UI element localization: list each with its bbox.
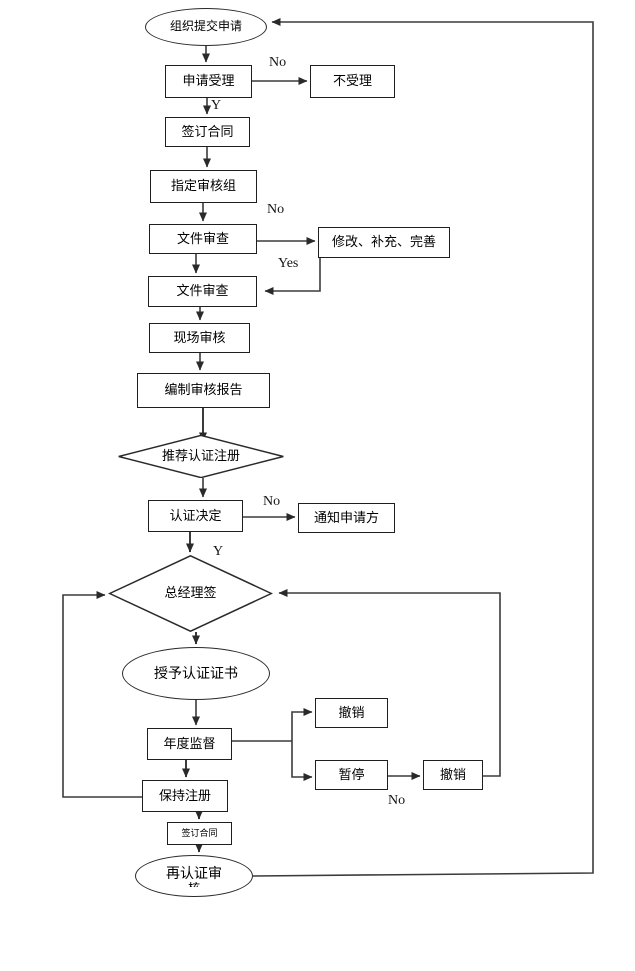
node-sign-contract: 签订合同 <box>165 117 250 147</box>
node-label: 编制审核报告 <box>164 382 243 398</box>
node-label: 修改、补充、完善 <box>331 234 436 250</box>
node-label: 签订合同 <box>181 828 218 839</box>
node-annual-supervision: 年度监督 <box>147 728 232 760</box>
node-label: 文件审查 <box>176 230 229 246</box>
node-modify-supplement: 修改、补充、完善 <box>318 227 450 258</box>
node-audit-report: 编制审核报告 <box>137 373 270 408</box>
node-label: 通知申请方 <box>313 509 379 525</box>
node-assign-audit-team: 指定审核组 <box>150 170 257 203</box>
node-label: 指定审核组 <box>170 178 236 194</box>
node-label: 认证决定 <box>169 507 222 523</box>
node-label: 申请受理 <box>182 73 235 89</box>
node-label: 撤销 <box>439 766 466 782</box>
node-label-group: 再认证审 核 <box>166 865 222 886</box>
node-label: 再认证审 <box>166 865 222 882</box>
node-not-accepted: 不受理 <box>310 65 395 98</box>
node-label: 推荐认证注册 <box>161 448 240 464</box>
node-label: 组织提交申请 <box>169 19 242 34</box>
node-label: 现场审核 <box>173 329 226 345</box>
node-document-review-1: 文件审查 <box>149 224 257 254</box>
node-label: 保持注册 <box>158 787 211 803</box>
node-notify-applicant: 通知申请方 <box>298 503 395 533</box>
node-onsite-audit: 现场审核 <box>149 323 250 353</box>
node-label: 年度监督 <box>163 735 216 751</box>
node-certification-decision: 认证决定 <box>148 500 243 532</box>
node-sign-contract-2: 签订合同 <box>167 822 232 845</box>
edge-label-decision-yes: Y <box>213 544 224 559</box>
node-label: 撤销 <box>338 704 365 720</box>
node-revoke-top: 撤销 <box>315 698 388 728</box>
node-keep-registration: 保持注册 <box>142 780 228 812</box>
node-general-manager-sign-decision: 总经理签 <box>108 555 273 632</box>
node-label: 不受理 <box>332 73 372 89</box>
node-recertification: 再认证审 核 <box>135 855 253 897</box>
node-suspend: 暂停 <box>315 760 388 790</box>
edge-label-accept-no: No <box>269 55 287 70</box>
edge-label-decision-no: No <box>263 494 281 509</box>
node-revoke-right: 撤销 <box>423 760 483 790</box>
edge-label-modify-yes: Yes <box>278 256 299 271</box>
node-label: 暂停 <box>338 766 365 782</box>
node-grant-certificate: 授予认证证书 <box>122 647 270 700</box>
node-label: 授予认证证书 <box>154 665 238 682</box>
diamond-shape <box>108 555 273 632</box>
node-application-acceptance: 申请受理 <box>165 65 252 98</box>
diamond-shape <box>117 435 285 478</box>
node-start-ellipse: 组织提交申请 <box>145 8 267 46</box>
node-document-review-2: 文件审查 <box>148 276 257 307</box>
edge-label-doc-review-no: No <box>267 202 285 217</box>
edge-label-suspend-no: No <box>388 793 406 808</box>
edge-label-accept-yes: Y <box>211 98 222 113</box>
node-label: 文件审查 <box>176 283 229 299</box>
node-label: 总经理签 <box>164 585 217 601</box>
node-label: 签订合同 <box>181 123 234 139</box>
node-recommend-registration-decision: 推荐认证注册 <box>117 435 285 478</box>
node-label-clipped: 核 <box>188 882 200 887</box>
